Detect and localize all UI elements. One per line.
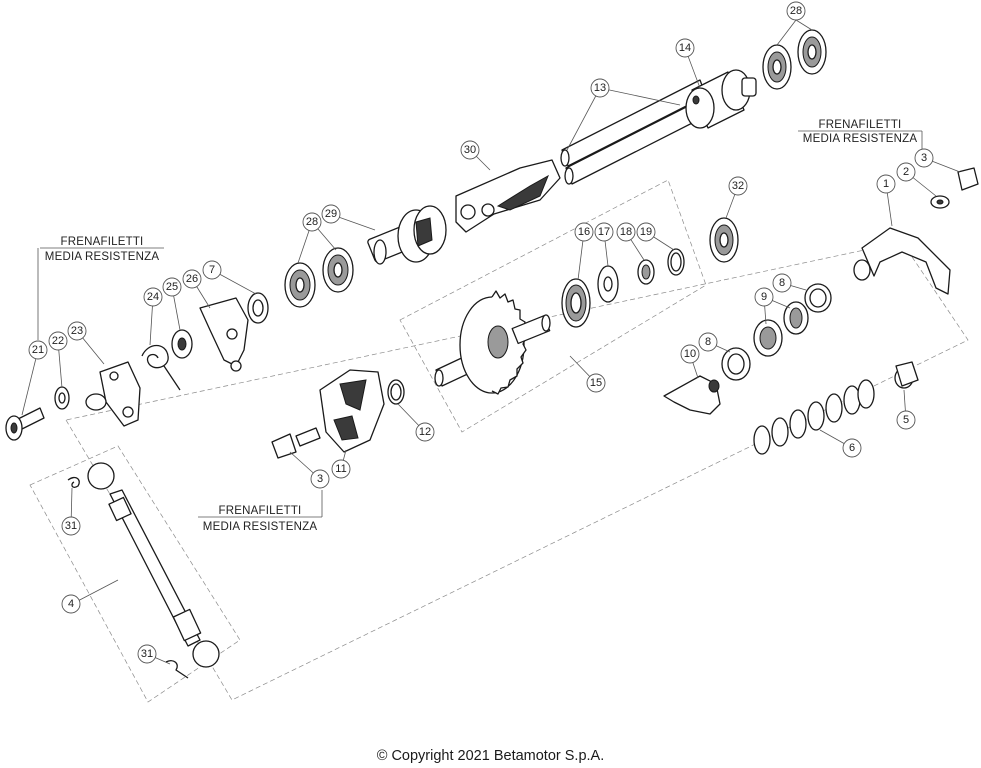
part-30-arm xyxy=(455,159,561,233)
svg-text:3: 3 xyxy=(921,152,927,164)
parts-8-10 xyxy=(663,283,832,415)
callout-28b: 28 xyxy=(302,212,322,232)
part-28-bearings-left xyxy=(284,247,354,308)
part-29-drum xyxy=(367,205,447,265)
svg-text:14: 14 xyxy=(679,42,691,54)
part-15-gear-shaft xyxy=(434,290,551,395)
svg-text:2: 2 xyxy=(903,166,909,178)
svg-text:25: 25 xyxy=(166,281,178,293)
callout-30: 30 xyxy=(460,140,480,160)
callout-2: 2 xyxy=(896,162,916,182)
callout-9: 9 xyxy=(754,287,774,307)
svg-text:31: 31 xyxy=(65,520,77,532)
note-line1: FRENAFILETTI xyxy=(819,119,902,131)
note-line2: MEDIA RESISTENZA xyxy=(803,133,918,145)
callout-28a: 28 xyxy=(786,1,806,21)
note-line2: MEDIA RESISTENZA xyxy=(45,251,160,263)
part-28-bearings-top xyxy=(762,29,827,90)
svg-text:29: 29 xyxy=(325,208,337,220)
svg-text:26: 26 xyxy=(186,273,198,285)
part-13-shafts xyxy=(560,79,711,185)
svg-text:19: 19 xyxy=(640,226,652,238)
svg-text:18: 18 xyxy=(620,226,632,238)
callout-6: 6 xyxy=(842,438,862,458)
part-14-drum xyxy=(685,69,757,129)
callout-19: 19 xyxy=(636,222,656,242)
callout-31a: 31 xyxy=(61,516,81,536)
threadlocker-note-right: FRENAFILETTI MEDIA RESISTENZA xyxy=(798,119,923,150)
part-6-spring xyxy=(753,379,875,455)
svg-text:28: 28 xyxy=(306,216,318,228)
callout-24: 24 xyxy=(143,287,163,307)
svg-text:4: 4 xyxy=(68,598,74,610)
parts-right-fork xyxy=(853,167,979,295)
callout-12: 12 xyxy=(415,422,435,442)
note-line2: MEDIA RESISTENZA xyxy=(203,521,318,533)
callout-15: 15 xyxy=(586,373,606,393)
svg-text:16: 16 xyxy=(578,226,590,238)
callout-3a: 3 xyxy=(914,148,934,168)
callout-21: 21 xyxy=(28,340,48,360)
note-line1: FRENAFILETTI xyxy=(61,236,144,248)
note-line1: FRENAFILETTI xyxy=(219,505,302,517)
svg-text:21: 21 xyxy=(32,344,44,356)
svg-text:23: 23 xyxy=(71,325,83,337)
callout-11: 11 xyxy=(331,459,351,479)
callout-26: 26 xyxy=(182,269,202,289)
svg-text:30: 30 xyxy=(464,144,476,156)
svg-text:11: 11 xyxy=(335,463,346,475)
callout-3b: 3 xyxy=(310,469,330,489)
callout-13: 13 xyxy=(590,78,610,98)
callout-23: 23 xyxy=(67,321,87,341)
svg-text:28: 28 xyxy=(790,5,802,17)
svg-text:22: 22 xyxy=(52,335,64,347)
callout-1: 1 xyxy=(876,174,896,194)
svg-text:32: 32 xyxy=(732,180,744,192)
svg-text:15: 15 xyxy=(590,377,602,389)
callout-22: 22 xyxy=(48,331,68,351)
parts-left xyxy=(5,292,269,441)
callout-10: 10 xyxy=(680,344,700,364)
part-4-rod xyxy=(67,462,220,679)
threadlocker-note-bottom: FRENAFILETTI MEDIA RESISTENZA xyxy=(198,490,323,533)
svg-text:7: 7 xyxy=(209,264,215,276)
callout-5: 5 xyxy=(896,410,916,430)
svg-text:10: 10 xyxy=(684,348,696,360)
svg-text:1: 1 xyxy=(883,178,889,190)
callout-7: 7 xyxy=(202,260,222,280)
parts-16-19 xyxy=(561,248,685,328)
callout-8b: 8 xyxy=(698,332,718,352)
callout-31b: 31 xyxy=(137,644,157,664)
svg-text:12: 12 xyxy=(419,426,431,438)
callout-14: 14 xyxy=(675,38,695,58)
callout-25: 25 xyxy=(162,277,182,297)
threadlocker-note-left: FRENAFILETTI MEDIA RESISTENZA xyxy=(37,236,164,340)
callout-16: 16 xyxy=(574,222,594,242)
parts-center xyxy=(271,369,405,459)
svg-text:8: 8 xyxy=(779,277,785,289)
svg-text:8: 8 xyxy=(705,336,711,348)
svg-text:31: 31 xyxy=(141,648,153,660)
callout-18: 18 xyxy=(616,222,636,242)
callout-8a: 8 xyxy=(772,273,792,293)
part-32-bearing xyxy=(709,217,739,263)
svg-text:9: 9 xyxy=(761,291,767,303)
group-boxes xyxy=(29,179,969,703)
part-5-pin xyxy=(894,361,919,389)
callout-29: 29 xyxy=(321,204,341,224)
svg-text:5: 5 xyxy=(903,414,909,426)
callout-32: 32 xyxy=(728,176,748,196)
svg-text:24: 24 xyxy=(147,291,159,303)
svg-text:6: 6 xyxy=(849,442,855,454)
callout-4: 4 xyxy=(61,594,81,614)
svg-text:13: 13 xyxy=(594,82,606,94)
svg-text:3: 3 xyxy=(317,473,323,485)
copyright-text: © Copyright 2021 Betamotor S.p.A. xyxy=(376,748,605,764)
svg-text:17: 17 xyxy=(598,226,610,238)
callout-17: 17 xyxy=(594,222,614,242)
